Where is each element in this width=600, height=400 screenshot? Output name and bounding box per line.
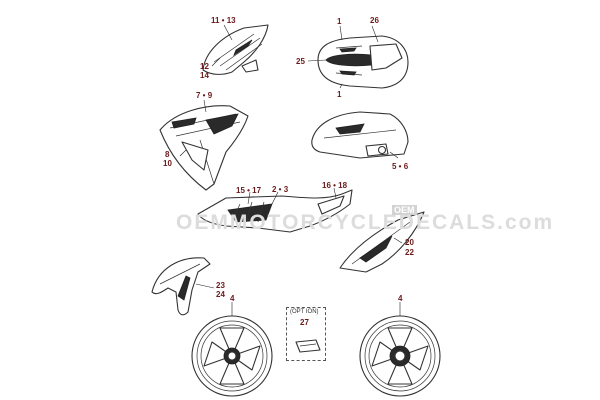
callout-11-13: 11 • 13 bbox=[211, 16, 236, 25]
callout-1-top: 1 bbox=[337, 17, 342, 26]
option-box-label: (OPT ION) bbox=[290, 309, 319, 315]
callout-12: 12 bbox=[200, 62, 209, 71]
callout-2-3: 2 • 3 bbox=[272, 185, 289, 194]
callout-14: 14 bbox=[200, 71, 209, 80]
callout-27: 27 bbox=[300, 318, 309, 327]
callout-25: 25 bbox=[296, 57, 305, 66]
option-box bbox=[286, 307, 326, 361]
callout-1-bottom: 1 bbox=[337, 90, 342, 99]
seat-cowl-part bbox=[339, 211, 425, 273]
callout-16-18: 16 • 18 bbox=[322, 181, 348, 190]
rear-wheel-part bbox=[359, 315, 441, 397]
front-cowl-part bbox=[202, 24, 269, 75]
fuel-tank-side-part bbox=[311, 111, 409, 159]
front-wheel-part bbox=[191, 315, 273, 397]
option-sticker-part bbox=[295, 339, 321, 353]
side-fairing-part bbox=[159, 105, 249, 191]
under-cowl-part bbox=[197, 189, 353, 233]
watermark-badge: OEM bbox=[392, 205, 417, 215]
callout-5-6: 5 • 6 bbox=[392, 162, 409, 171]
callout-26: 26 bbox=[370, 16, 379, 25]
callout-4-right: 4 bbox=[398, 294, 403, 303]
callout-23: 23 bbox=[216, 281, 225, 290]
callout-4-left: 4 bbox=[230, 294, 235, 303]
callout-20: 20 bbox=[405, 238, 414, 247]
callout-22: 22 bbox=[405, 248, 414, 257]
front-fender-part bbox=[151, 257, 211, 316]
leader-lines bbox=[179, 24, 403, 316]
callout-24: 24 bbox=[216, 290, 225, 299]
callout-8: 8 bbox=[165, 150, 170, 159]
callout-15-17: 15 • 17 bbox=[236, 186, 262, 195]
watermark-text: OEMMOTORCYCLEDECALS.com bbox=[176, 211, 555, 234]
callout-7-9: 7 • 9 bbox=[196, 91, 213, 100]
callout-10: 10 bbox=[163, 159, 172, 168]
fuel-tank-top-part bbox=[317, 35, 409, 89]
